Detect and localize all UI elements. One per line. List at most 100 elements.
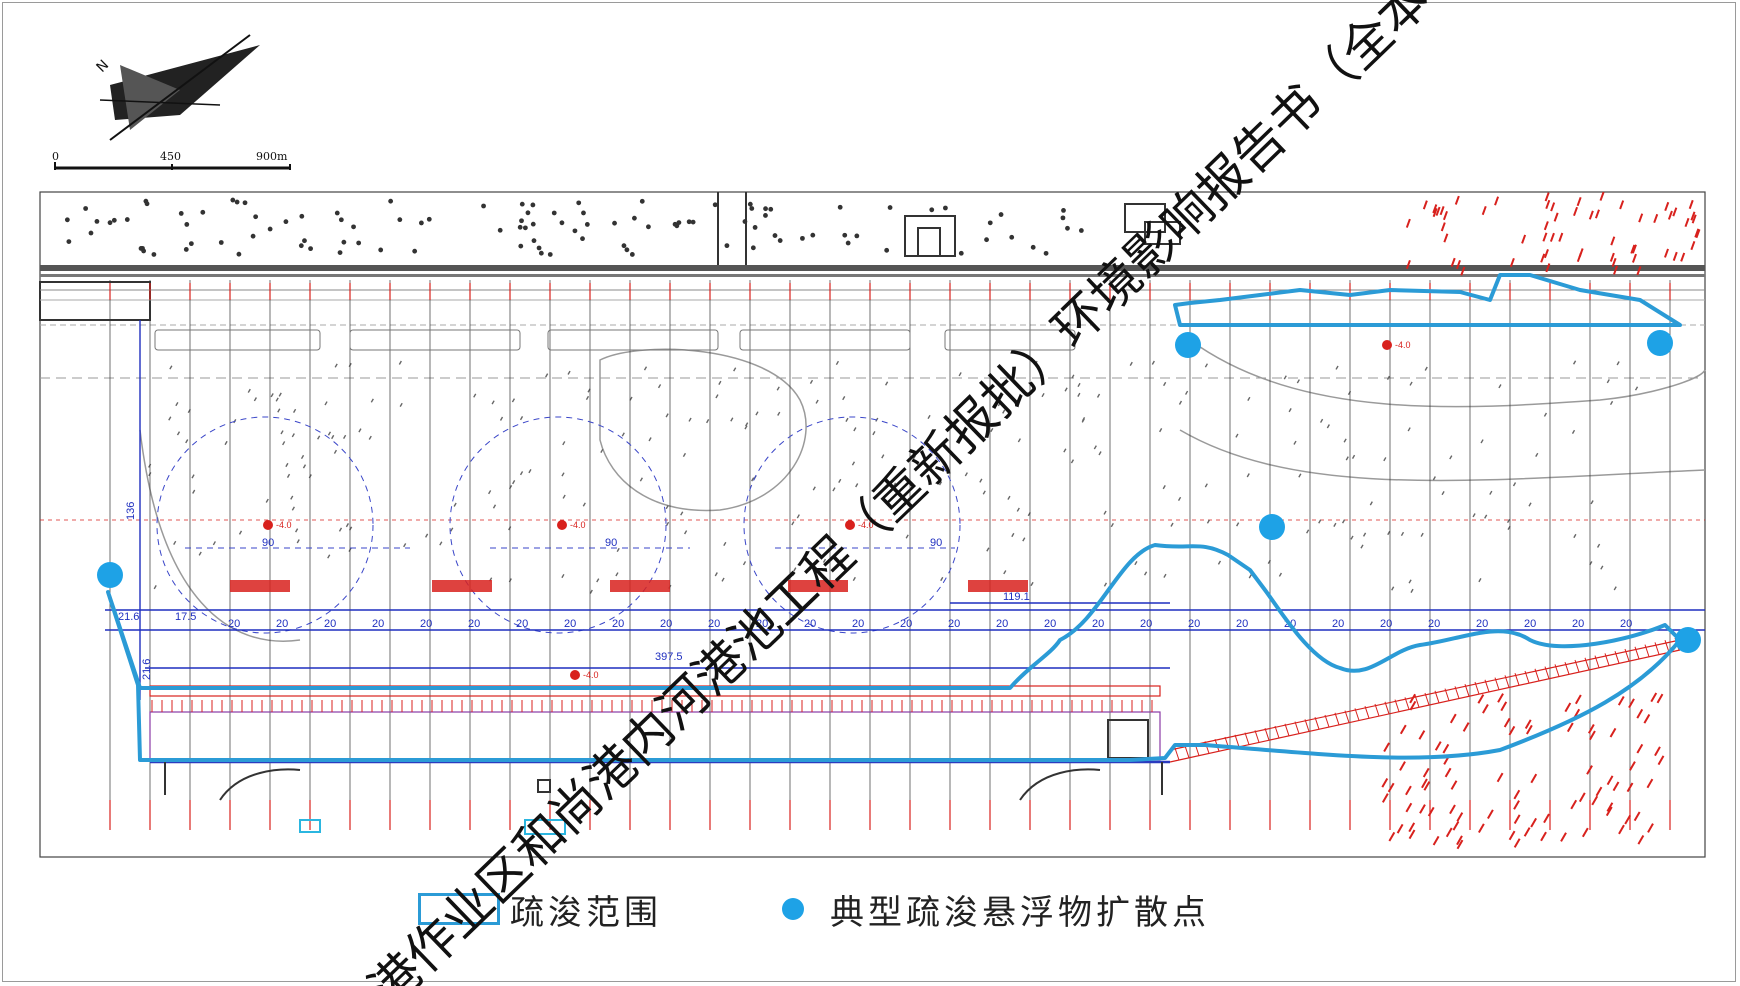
terrain-dot bbox=[551, 210, 557, 216]
sounding-mark bbox=[1540, 831, 1547, 842]
terrain-dash bbox=[450, 527, 454, 532]
hatch-line bbox=[1274, 725, 1280, 739]
terrain-dash bbox=[842, 396, 846, 401]
terrain-dot bbox=[690, 219, 696, 225]
depth-markers bbox=[263, 340, 1392, 680]
sounding-mark bbox=[1513, 838, 1521, 848]
terrain-dot bbox=[308, 246, 313, 252]
terrain-dash bbox=[714, 572, 718, 577]
terrain-dash bbox=[1288, 408, 1292, 413]
sounding-mark bbox=[1434, 741, 1442, 751]
terrain-dot bbox=[612, 220, 617, 226]
terrain-dash bbox=[1409, 381, 1413, 386]
terrain-dot bbox=[887, 205, 893, 210]
sounding-mark bbox=[1588, 210, 1594, 220]
hatch-line bbox=[1624, 648, 1630, 662]
terrain-dot bbox=[230, 197, 236, 203]
terrain-dash bbox=[1449, 455, 1453, 460]
terrain-dot bbox=[351, 224, 356, 230]
segment-label: 20 bbox=[996, 618, 1008, 630]
terrain-dash bbox=[1034, 360, 1038, 365]
terrain-dash bbox=[1096, 393, 1101, 398]
sounding-mark bbox=[1656, 693, 1664, 704]
sounding-mark bbox=[1456, 812, 1464, 822]
terrain-dash bbox=[938, 481, 943, 486]
sounding-mark bbox=[1619, 200, 1625, 210]
sounding-mark bbox=[1405, 218, 1411, 228]
segment-label: 20 bbox=[1428, 618, 1440, 630]
terrain-dot bbox=[519, 218, 524, 224]
terrain-dash bbox=[1424, 366, 1428, 371]
terrain-dash bbox=[1391, 586, 1395, 591]
sounding-mark bbox=[1595, 786, 1603, 797]
terrain-dash bbox=[453, 502, 457, 507]
terrain-dot bbox=[250, 233, 256, 239]
terrain-dash bbox=[596, 578, 600, 583]
terrain-dash bbox=[582, 502, 586, 507]
terrain-dot bbox=[845, 240, 851, 246]
terrain-dash bbox=[1498, 384, 1502, 389]
terrain-dash bbox=[657, 384, 662, 389]
terrain-dash bbox=[278, 392, 282, 397]
sounding-mark bbox=[1545, 263, 1551, 273]
sounding-mark bbox=[1444, 767, 1452, 778]
terrain-dash bbox=[291, 506, 295, 511]
terrain-dot bbox=[338, 217, 344, 223]
terrain-dash bbox=[665, 521, 670, 527]
terrain-dot bbox=[884, 247, 890, 253]
terrain-dash bbox=[912, 455, 917, 460]
dredge-range-legend-swatch bbox=[418, 893, 500, 925]
sounding-mark bbox=[1657, 755, 1665, 766]
terrain-dash bbox=[621, 432, 625, 437]
sounding-mark bbox=[1637, 834, 1645, 845]
dimension-chain bbox=[105, 320, 1705, 700]
wind-rose-icon: N bbox=[94, 34, 260, 141]
terrain-dash bbox=[791, 521, 795, 526]
terrain-dash bbox=[317, 435, 321, 440]
sounding-mark bbox=[1690, 211, 1696, 221]
terrain-dash bbox=[979, 478, 983, 483]
terrain-dot bbox=[777, 238, 783, 243]
hatch-line bbox=[1254, 730, 1260, 743]
terrain-dash bbox=[148, 463, 152, 468]
terrain-dot bbox=[378, 247, 384, 253]
terrain-dash bbox=[1383, 457, 1387, 462]
terrain-dash bbox=[1573, 533, 1577, 539]
terrain-dash bbox=[499, 416, 504, 421]
sounding-mark bbox=[1439, 206, 1445, 216]
terrain-dash bbox=[1606, 379, 1610, 384]
terrain-dash bbox=[1030, 581, 1034, 587]
terrain-dash bbox=[809, 379, 814, 384]
sounding-mark bbox=[1690, 240, 1696, 251]
terrain-dash bbox=[1420, 532, 1424, 537]
terrain-dash bbox=[358, 428, 362, 433]
top-width-label: 136 bbox=[125, 502, 137, 520]
terrain-dash bbox=[905, 534, 909, 539]
sounding-mark bbox=[1494, 196, 1500, 206]
sounding-mark bbox=[1630, 244, 1636, 254]
terrain-dash bbox=[561, 472, 565, 477]
sounding-mark bbox=[1399, 724, 1407, 735]
terrain-dot bbox=[341, 239, 347, 245]
terrain-dash bbox=[1151, 360, 1155, 365]
terrain-dot bbox=[151, 252, 157, 257]
terrain-dash bbox=[1236, 522, 1240, 527]
terrain-dash bbox=[851, 461, 856, 466]
sounding-mark bbox=[1560, 832, 1567, 842]
terrain-dash bbox=[1489, 490, 1493, 495]
terrain-dash bbox=[680, 511, 684, 516]
sounding-mark bbox=[1496, 772, 1504, 783]
terrain-dash bbox=[1326, 424, 1330, 429]
sounding-mark bbox=[1589, 730, 1596, 741]
terrain-dot bbox=[958, 250, 964, 256]
terrain-dash bbox=[1596, 543, 1601, 548]
terrain-dash bbox=[508, 485, 513, 490]
terrain-dash bbox=[1159, 428, 1163, 433]
terrain-dash bbox=[1480, 439, 1484, 444]
sounding-mark bbox=[1684, 217, 1690, 228]
segment-label: 20 bbox=[1620, 618, 1632, 630]
sounding-mark bbox=[1435, 206, 1441, 216]
sounding-mark bbox=[1654, 746, 1661, 757]
sounding-mark bbox=[1449, 804, 1456, 815]
terrain-dash bbox=[1350, 535, 1354, 540]
